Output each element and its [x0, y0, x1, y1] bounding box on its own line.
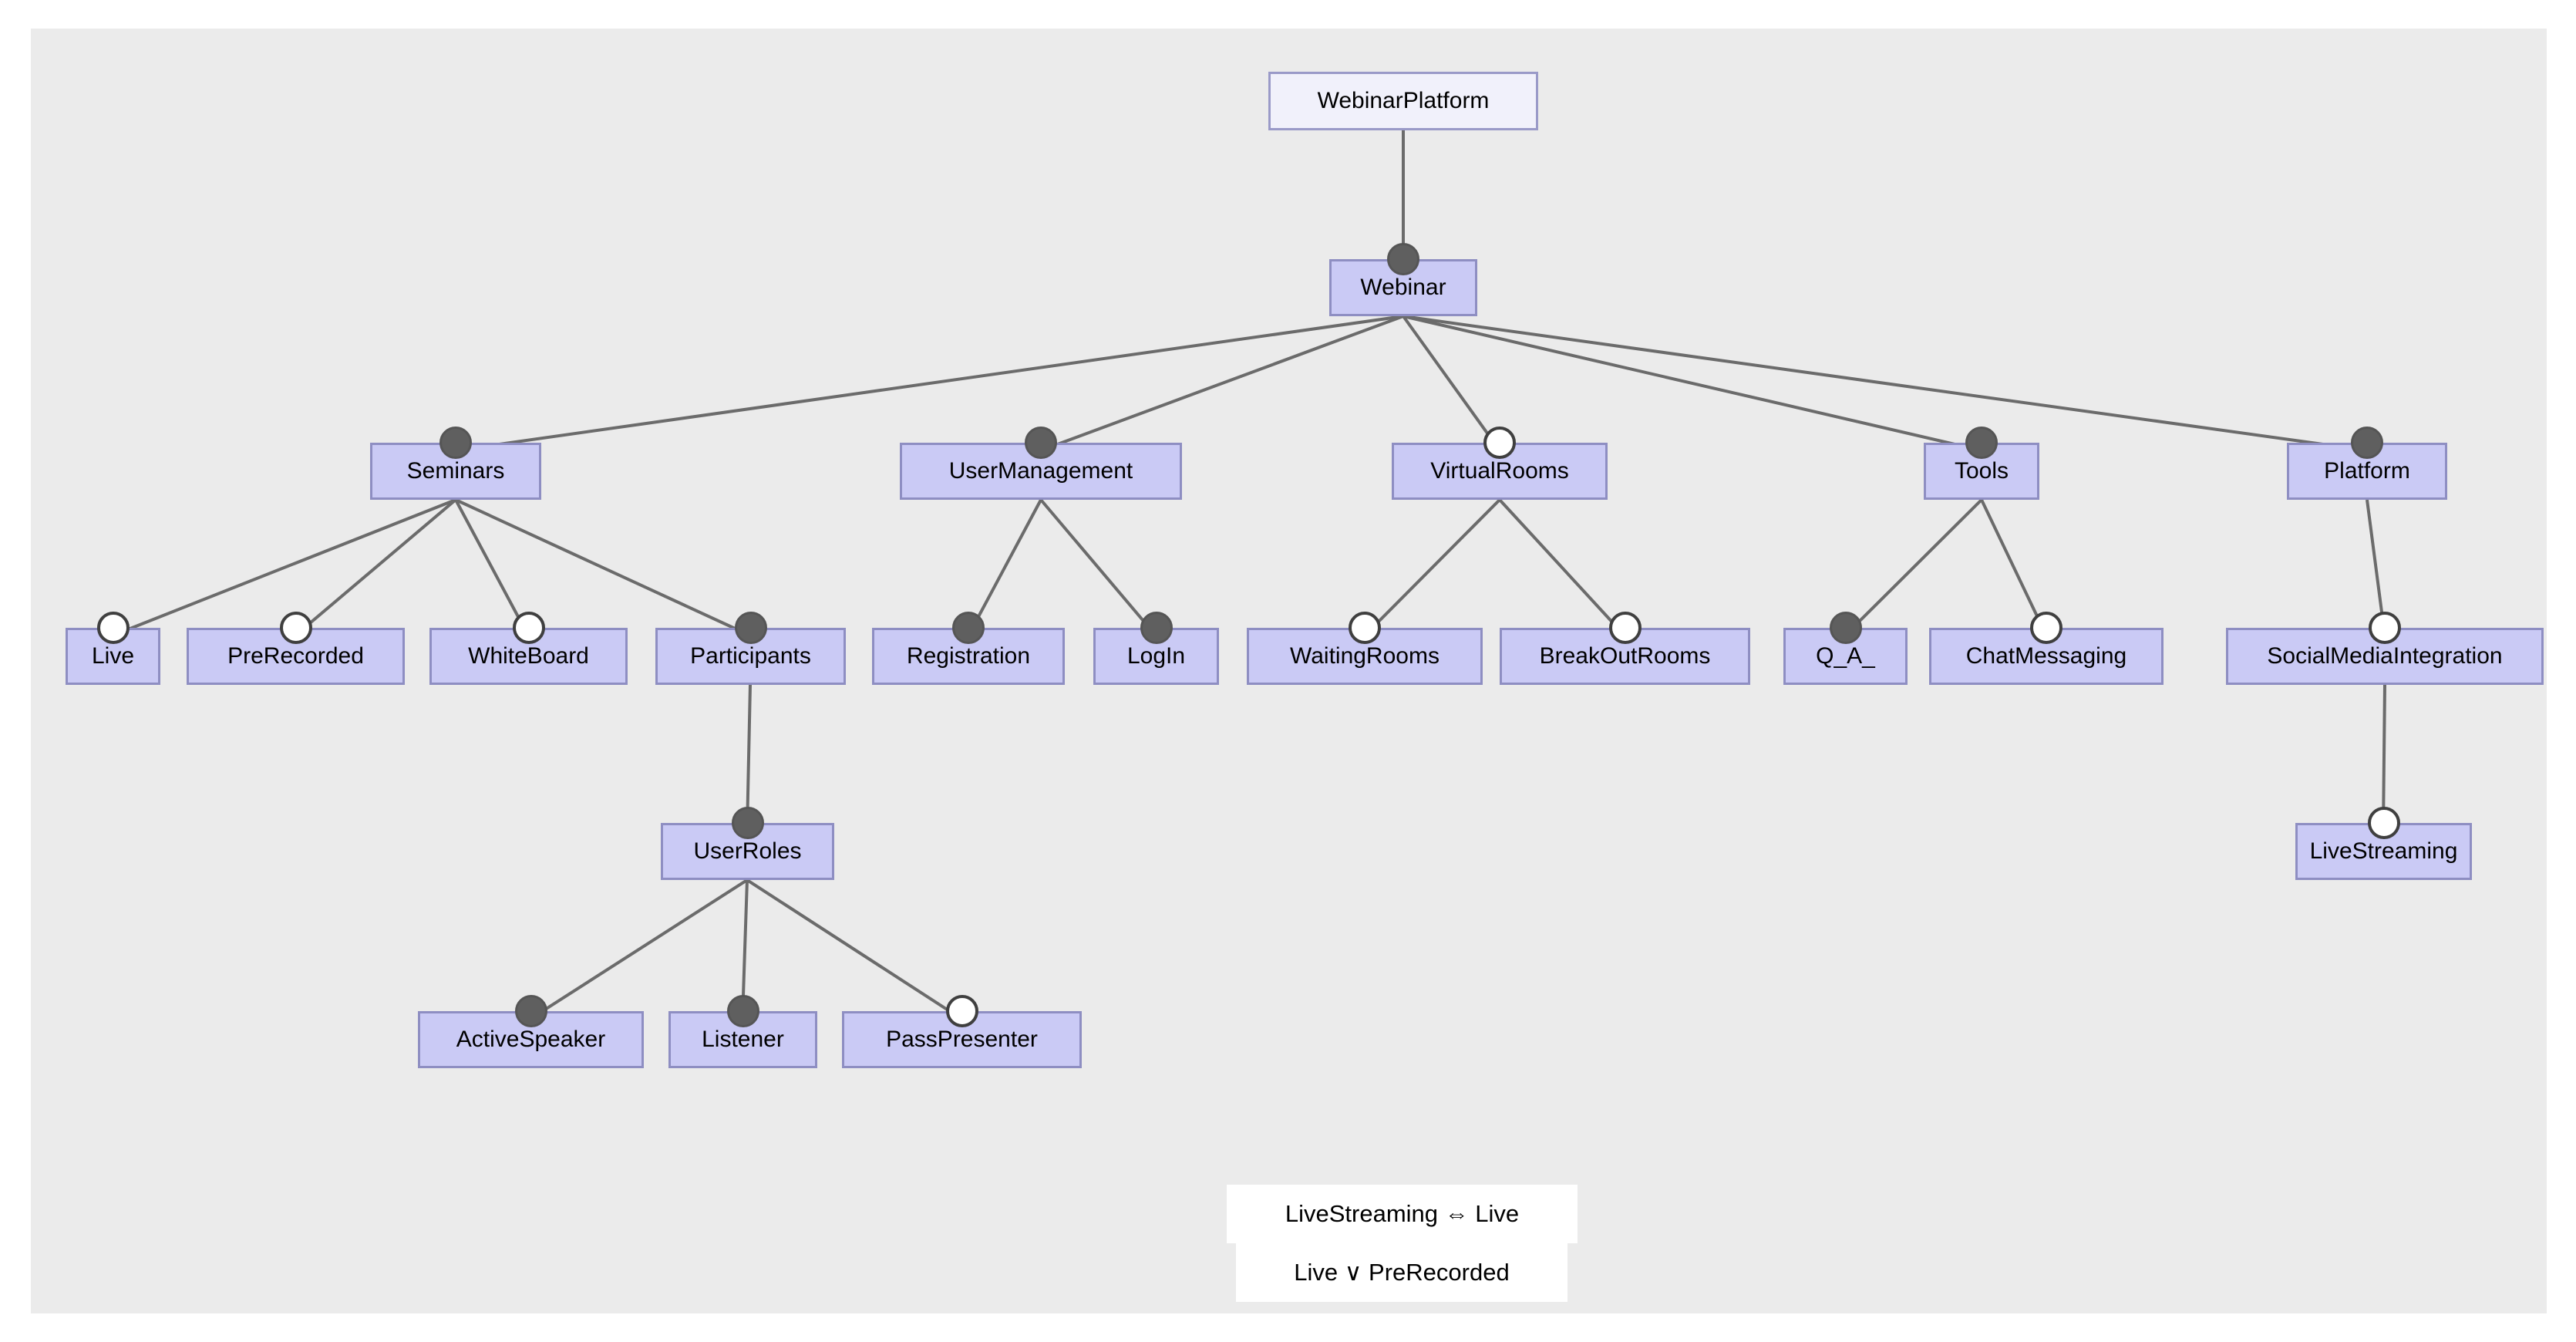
- constraint-live-streaming-iff-live[interactable]: LiveStreaming ⇔ Live: [1227, 1185, 1578, 1243]
- feature-label: Tools: [1954, 458, 2009, 484]
- feature-label: PreRecorded: [227, 643, 364, 669]
- feature-node-registration[interactable]: Registration: [872, 612, 1065, 685]
- feature-node-platform[interactable]: Platform: [2287, 427, 2447, 500]
- constraint-live-or-pre-recorded[interactable]: Live ∨ PreRecorded: [1236, 1243, 1567, 1302]
- optional-indicator: [1608, 612, 1642, 644]
- feature-label: BreakOutRooms: [1539, 643, 1711, 669]
- feature-node-break-out-rooms[interactable]: BreakOutRooms: [1500, 612, 1750, 685]
- feature-node-user-management[interactable]: UserManagement: [900, 427, 1182, 500]
- feature-label: Webinar: [1360, 275, 1446, 300]
- feature-node-waiting-rooms[interactable]: WaitingRooms: [1247, 612, 1483, 685]
- mandatory-indicator: [1829, 612, 1862, 644]
- mandatory-indicator: [514, 995, 547, 1027]
- feature-node-pass-presenter[interactable]: PassPresenter: [842, 995, 1082, 1068]
- feature-label: SocialMediaIntegration: [2267, 643, 2503, 669]
- mandatory-indicator: [1140, 612, 1173, 644]
- feature-node-user-roles[interactable]: UserRoles: [661, 807, 834, 880]
- feature-label: WebinarPlatform: [1317, 88, 1490, 113]
- feature-node-live-streaming[interactable]: LiveStreaming: [2295, 807, 2472, 880]
- feature-label: Q_A_: [1816, 643, 1875, 669]
- feature-node-live[interactable]: Live: [66, 612, 160, 685]
- feature-label: UserManagement: [948, 458, 1133, 484]
- mandatory-indicator: [734, 612, 767, 644]
- feature-node-social-media-integration[interactable]: SocialMediaIntegration: [2226, 612, 2544, 685]
- mandatory-indicator: [952, 612, 985, 644]
- mandatory-indicator: [439, 427, 472, 459]
- feature-node-log-in[interactable]: LogIn: [1093, 612, 1219, 685]
- feature-node-chat-messaging[interactable]: ChatMessaging: [1929, 612, 2164, 685]
- optional-indicator: [1349, 612, 1381, 644]
- mandatory-indicator: [1965, 427, 1998, 459]
- feature-node-participants[interactable]: Participants: [655, 612, 846, 685]
- optional-indicator: [945, 995, 978, 1027]
- feature-node-listener[interactable]: Listener: [668, 995, 817, 1068]
- constraint-label: LiveStreaming ⇔ Live: [1285, 1200, 1520, 1227]
- mandatory-indicator: [726, 995, 759, 1027]
- feature-node-active-speaker[interactable]: ActiveSpeaker: [418, 995, 644, 1068]
- feature-label: WhiteBoard: [468, 643, 589, 669]
- feature-node-webinar[interactable]: Webinar: [1329, 243, 1477, 316]
- feature-node-q-a[interactable]: Q_A_: [1783, 612, 1908, 685]
- feature-node-virtual-rooms[interactable]: VirtualRooms: [1392, 427, 1608, 500]
- optional-indicator: [279, 612, 312, 644]
- optional-indicator: [96, 612, 130, 644]
- feature-label: PassPresenter: [886, 1027, 1038, 1052]
- feature-label: Participants: [690, 643, 811, 669]
- optional-indicator: [512, 612, 545, 644]
- optional-indicator: [2030, 612, 2062, 644]
- optional-indicator: [2369, 612, 2401, 644]
- feature-label: UserRoles: [693, 838, 802, 864]
- feature-label: WaitingRooms: [1290, 643, 1440, 669]
- feature-node-white-board[interactable]: WhiteBoard: [429, 612, 628, 685]
- optional-indicator: [2367, 807, 2400, 839]
- feature-label: LogIn: [1126, 643, 1186, 669]
- feature-label: ChatMessaging: [1965, 643, 2127, 669]
- feature-label: Platform: [2324, 458, 2410, 484]
- feature-node-pre-recorded[interactable]: PreRecorded: [187, 612, 405, 685]
- feature-node-seminars[interactable]: Seminars: [370, 427, 541, 500]
- mandatory-indicator: [2351, 427, 2383, 459]
- feature-node-webinar-platform[interactable]: WebinarPlatform: [1268, 72, 1538, 130]
- mandatory-indicator: [1025, 427, 1057, 459]
- constraint-label: Live ∨ PreRecorded: [1294, 1259, 1510, 1286]
- mandatory-indicator: [731, 807, 764, 839]
- mandatory-indicator: [1387, 243, 1419, 275]
- feature-label: Live: [91, 643, 135, 669]
- optional-indicator: [1483, 427, 1516, 459]
- feature-label: Listener: [702, 1027, 784, 1052]
- feature-label: Registration: [906, 643, 1031, 669]
- feature-label: Seminars: [406, 458, 505, 484]
- feature-label: ActiveSpeaker: [456, 1027, 606, 1052]
- feature-node-tools[interactable]: Tools: [1924, 427, 2039, 500]
- feature-label: LiveStreaming: [2309, 838, 2458, 864]
- feature-label: VirtualRooms: [1430, 458, 1569, 484]
